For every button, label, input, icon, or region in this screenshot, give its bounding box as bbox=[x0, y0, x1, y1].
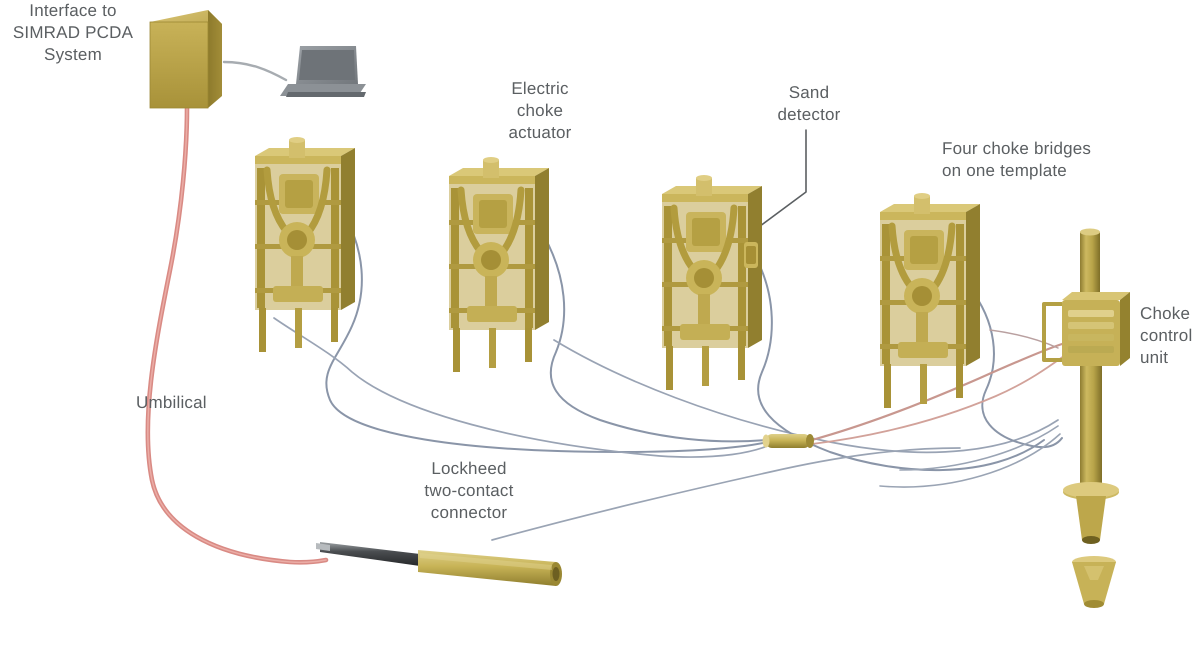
cable-umbilical-run bbox=[145, 105, 329, 565]
label-umbilical: Umbilical bbox=[136, 393, 207, 412]
label-four-choke-bridges-on-one-template: Four choke bridges on one template bbox=[942, 139, 1092, 180]
cable-control-unit-trunk bbox=[810, 342, 1065, 445]
inline-connector[interactable] bbox=[762, 434, 815, 448]
choke-actuator-assembly bbox=[670, 175, 738, 340]
cable-bridge-1-signal bbox=[325, 213, 769, 454]
choke-bridge-legs bbox=[453, 328, 532, 372]
choke-actuator-assembly bbox=[263, 137, 331, 302]
leader-line-sand-detector bbox=[751, 129, 807, 233]
topside-junction-box[interactable] bbox=[149, 10, 222, 109]
label-lockheed-two-contact-connector: Lockheed two-contact connector bbox=[424, 459, 514, 522]
cable-laptop-link bbox=[222, 60, 288, 82]
choke-bridge-3[interactable] bbox=[662, 175, 762, 390]
laptop[interactable] bbox=[280, 46, 366, 97]
lockheed-connector[interactable] bbox=[316, 542, 562, 586]
choke-bridge-legs bbox=[884, 364, 963, 408]
choke-bridge-legs bbox=[259, 308, 338, 352]
sand-detector-module[interactable] bbox=[744, 242, 758, 268]
label-electric-choke-actuator: Electric choke actuator bbox=[508, 79, 572, 142]
choke-bridge-2[interactable] bbox=[449, 157, 549, 372]
choke-bridge-1[interactable] bbox=[255, 137, 355, 352]
cable-bridge-3-signal bbox=[755, 257, 1045, 472]
cable-bridge-2-signal bbox=[543, 235, 767, 443]
cable-lockheed-run bbox=[491, 447, 961, 541]
cable-control-unit-fan bbox=[879, 329, 1061, 488]
cable-bridge-1-branch bbox=[273, 317, 773, 458]
choke-bridge-legs bbox=[666, 346, 745, 390]
choke-bridge-4[interactable] bbox=[880, 193, 980, 408]
choke-actuator-assembly bbox=[457, 157, 525, 322]
label-interface-to-simrad-pcda-system: Interface to SIMRAD PCDA System bbox=[12, 1, 134, 64]
control-unit-base[interactable] bbox=[1072, 556, 1116, 608]
control-unit-ports bbox=[1068, 310, 1114, 353]
choke-control-unit[interactable] bbox=[1042, 228, 1130, 545]
label-choke-control-unit: Choke control unit bbox=[1140, 304, 1193, 367]
label-sand-detector: Sand detector bbox=[777, 83, 841, 124]
cable-bridge-4-signal bbox=[969, 287, 1063, 449]
choke-actuator-assembly bbox=[888, 193, 956, 358]
